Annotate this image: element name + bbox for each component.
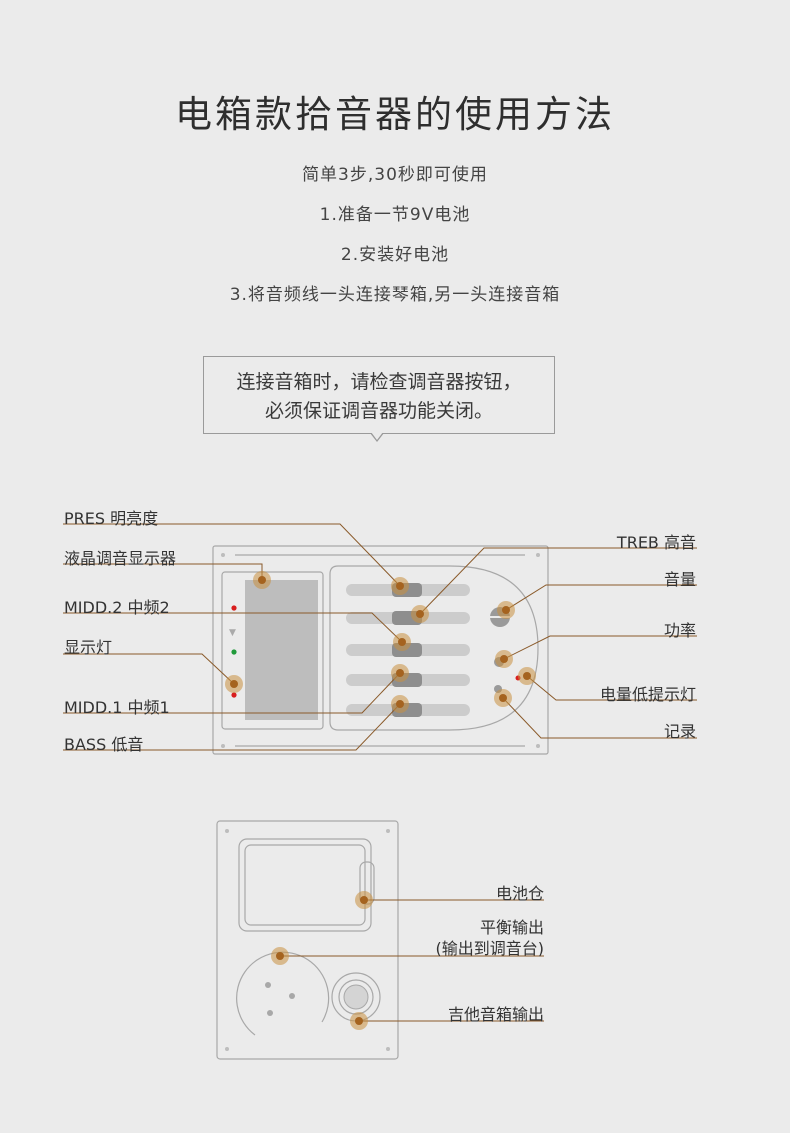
label-midd1: MIDD.1 中频1: [64, 698, 170, 717]
step-intro: 简单3步,30秒即可使用: [302, 165, 488, 185]
label-low-battery: 电量低提示灯: [599, 685, 696, 704]
bubble-tail-inner: [371, 432, 383, 440]
marker-dot-icon: [502, 606, 510, 614]
label-balanced-2: (输出到调音台): [435, 939, 545, 958]
leader-low-battery: [526, 675, 697, 701]
back-panel-outline: [216, 820, 399, 1060]
xlr-jack-outline: [236, 951, 330, 1036]
leader-treb: [419, 547, 697, 615]
back-screws: [225, 829, 390, 1051]
leader-indicator: [63, 653, 235, 685]
leader-power: [503, 635, 697, 660]
label-record: 记录: [663, 722, 696, 741]
label-balanced-1: 平衡输出: [479, 918, 544, 937]
led-green-icon: [231, 649, 237, 655]
notice-line-2: 必须保证调音器功能关闭。: [264, 400, 493, 422]
marker-dot-icon: [230, 680, 238, 688]
marker-dot-icon: [276, 952, 284, 960]
front-markers: [225, 571, 536, 713]
led-red-icon: [231, 605, 237, 611]
flat-triangle-icon: ▼: [229, 628, 236, 638]
xlr-pins: [265, 982, 295, 1016]
step-1: 1.准备一节9V电池: [319, 205, 471, 225]
battery-compartment: [238, 838, 372, 932]
marker-dot-icon: [398, 638, 406, 646]
label-pres: PRES 明亮度: [64, 509, 159, 528]
label-volume: 音量: [663, 570, 696, 589]
screw-icon: [225, 829, 229, 833]
label-bass: BASS 低音: [64, 735, 144, 754]
marker-dot-icon: [396, 669, 404, 677]
leader-midd1: [63, 672, 401, 714]
marker-dot-icon: [355, 1017, 363, 1025]
marker-dot-icon: [500, 655, 508, 663]
screw-icon: [386, 1047, 390, 1051]
leader-midd2: [63, 612, 403, 643]
marker-dot-icon: [258, 576, 266, 584]
battery-compartment-inner: [244, 844, 366, 926]
back-panel: [216, 820, 399, 1060]
marker-dot-icon: [416, 610, 424, 618]
leader-record: [502, 697, 697, 739]
screw-icon: [536, 553, 540, 557]
label-guitar-out: 吉他音箱输出: [447, 1005, 544, 1024]
marker-dot-icon: [360, 896, 368, 904]
label-power: 功率: [663, 621, 696, 640]
step-3: 3.将音频线一头连接琴箱,另一头连接音箱: [229, 285, 561, 305]
leader-pres: [63, 523, 401, 587]
marker-dot-icon: [396, 582, 404, 590]
notice-line-1: 连接音箱时，请检查调音器按钮，: [236, 371, 522, 393]
lcd-screen: [245, 580, 318, 720]
leader-volume: [505, 584, 697, 611]
label-treb: TREB 高音: [616, 533, 696, 552]
screw-icon: [221, 744, 225, 748]
marker-dot-icon: [499, 694, 507, 702]
screw-icon: [386, 829, 390, 833]
marker-dot-icon: [396, 700, 404, 708]
label-midd2: MIDD.2 中频2: [64, 598, 170, 617]
led-red-icon: [231, 692, 237, 698]
front-panel-outline: [212, 545, 549, 755]
screw-icon: [221, 553, 225, 557]
xlr-pin-icon: [289, 993, 295, 999]
corner-screws: [221, 553, 540, 748]
lcd-frame: [221, 571, 324, 730]
leader-bass: [63, 703, 401, 751]
xlr-pin-icon: [265, 982, 271, 988]
page-title: 电箱款拾音器的使用方法: [175, 93, 615, 136]
screw-icon: [536, 744, 540, 748]
label-lcd: 液晶调音显示器: [64, 549, 177, 568]
back-leaders: [280, 899, 544, 1022]
marker-dot-icon: [523, 672, 531, 680]
label-battery: 电池仓: [495, 884, 544, 903]
label-indicator: 显示灯: [64, 638, 113, 657]
screw-icon: [225, 1047, 229, 1051]
tuner-indicators: ▼: [229, 605, 237, 698]
eq-sliders: [346, 583, 470, 717]
guitar-jack-hole: [343, 984, 369, 1010]
eq-frame: [329, 565, 539, 731]
step-2: 2.安装好电池: [340, 245, 450, 265]
xlr-pin-icon: [267, 1010, 273, 1016]
